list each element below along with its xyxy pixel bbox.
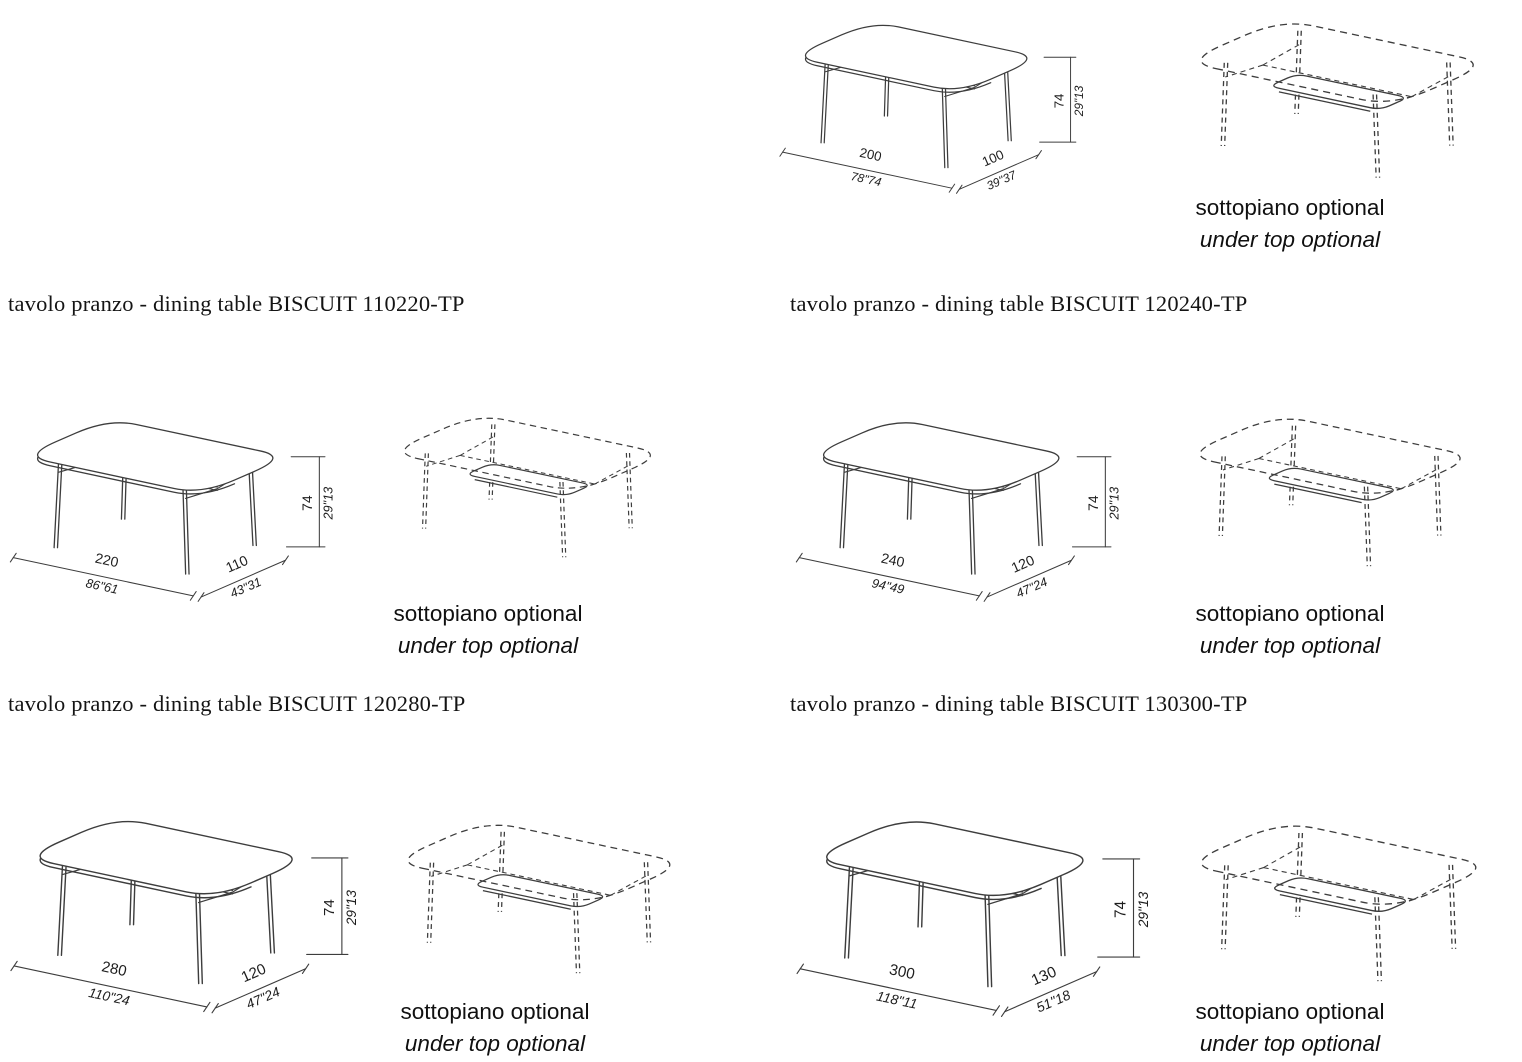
under-top-optional-text: under top optional [1199, 226, 1381, 252]
dashed-table-drawing-4 [407, 824, 671, 974]
solid-table-drawing-200x100: 200 78"74 100 39"37 74 29"13 [779, 24, 1086, 194]
height-in-label: 29"13 [321, 487, 335, 521]
length-cm-label: 200 [858, 145, 883, 164]
solid-table-drawing-300x130: 300 118"11 130 51"18 74 29"13 [796, 821, 1151, 1018]
dashed-table-drawing-1 [1200, 23, 1474, 179]
sottopiano-optional-text: sottopiano optional [393, 601, 583, 626]
under-top-optional-label-3: sottopiano optional under top optional [1135, 598, 1445, 662]
height-in-label: 29"13 [1107, 487, 1121, 521]
width-cm-label: 120 [239, 960, 269, 986]
height-in-label: 29"13 [1136, 891, 1151, 928]
solid-table-drawing-240x120: 240 94"49 120 47"24 74 29"13 [795, 422, 1121, 603]
length-cm-label: 280 [100, 958, 128, 980]
sottopiano-optional-text: sottopiano optional [1195, 999, 1385, 1024]
height-cm-label: 74 [299, 495, 315, 511]
dashed-table-drawing-5 [1200, 825, 1477, 982]
caption-biscuit-110220: tavolo pranzo - dining table BISCUIT 110… [8, 291, 465, 316]
width-in-label: 47"24 [1014, 575, 1050, 601]
under-top-optional-label-5: sottopiano optional under top optional [1135, 996, 1445, 1060]
dashed-table-drawing-2 [403, 417, 651, 558]
under-top-optional-text: under top optional [404, 1030, 586, 1056]
width-cm-label: 110 [223, 552, 250, 576]
caption-biscuit-120280: tavolo pranzo - dining table BISCUIT 120… [8, 691, 466, 716]
under-top-optional-text: under top optional [1199, 1030, 1381, 1056]
height-cm-label: 74 [1085, 495, 1101, 511]
under-top-optional-text: under top optional [1199, 632, 1381, 658]
width-cm-label: 100 [980, 147, 1006, 170]
length-cm-label: 220 [94, 550, 120, 571]
length-in-label: 78"74 [850, 169, 883, 189]
under-top-optional-text: under top optional [397, 632, 579, 658]
caption-biscuit-120240: tavolo pranzo - dining table BISCUIT 120… [790, 291, 1248, 316]
sottopiano-optional-text: sottopiano optional [400, 999, 590, 1024]
height-cm-label: 74 [321, 899, 338, 916]
length-in-label: 110"24 [87, 985, 131, 1008]
length-cm-label: 300 [888, 961, 917, 983]
width-in-label: 51"18 [1034, 987, 1073, 1015]
width-in-label: 43"31 [228, 575, 264, 601]
sottopiano-optional-text: sottopiano optional [1195, 195, 1385, 220]
under-top-optional-label-4: sottopiano optional under top optional [345, 996, 645, 1060]
length-in-label: 94"49 [871, 576, 906, 596]
height-cm-label: 74 [1051, 94, 1066, 109]
length-cm-label: 240 [880, 550, 906, 571]
width-in-label: 47"24 [244, 984, 282, 1012]
solid-table-drawing-220x110: 220 86"61 110 43"31 74 29"13 [9, 422, 335, 603]
caption-biscuit-130300: tavolo pranzo - dining table BISCUIT 130… [790, 691, 1248, 716]
solid-table-drawing-280x120: 280 110"24 120 47"24 74 29"13 [10, 820, 359, 1014]
under-top-optional-label-2: sottopiano optional under top optional [338, 598, 638, 662]
sottopiano-optional-text: sottopiano optional [1195, 601, 1385, 626]
under-top-optional-label-1: sottopiano optional under top optional [1135, 192, 1445, 256]
dashed-table-drawing-3 [1199, 418, 1461, 567]
height-in-label: 29"13 [344, 890, 359, 926]
length-in-label: 86"61 [85, 576, 120, 596]
height-in-label: 29"13 [1072, 85, 1086, 117]
width-cm-label: 130 [1029, 963, 1059, 989]
width-cm-label: 120 [1009, 552, 1037, 576]
height-cm-label: 74 [1112, 900, 1129, 918]
